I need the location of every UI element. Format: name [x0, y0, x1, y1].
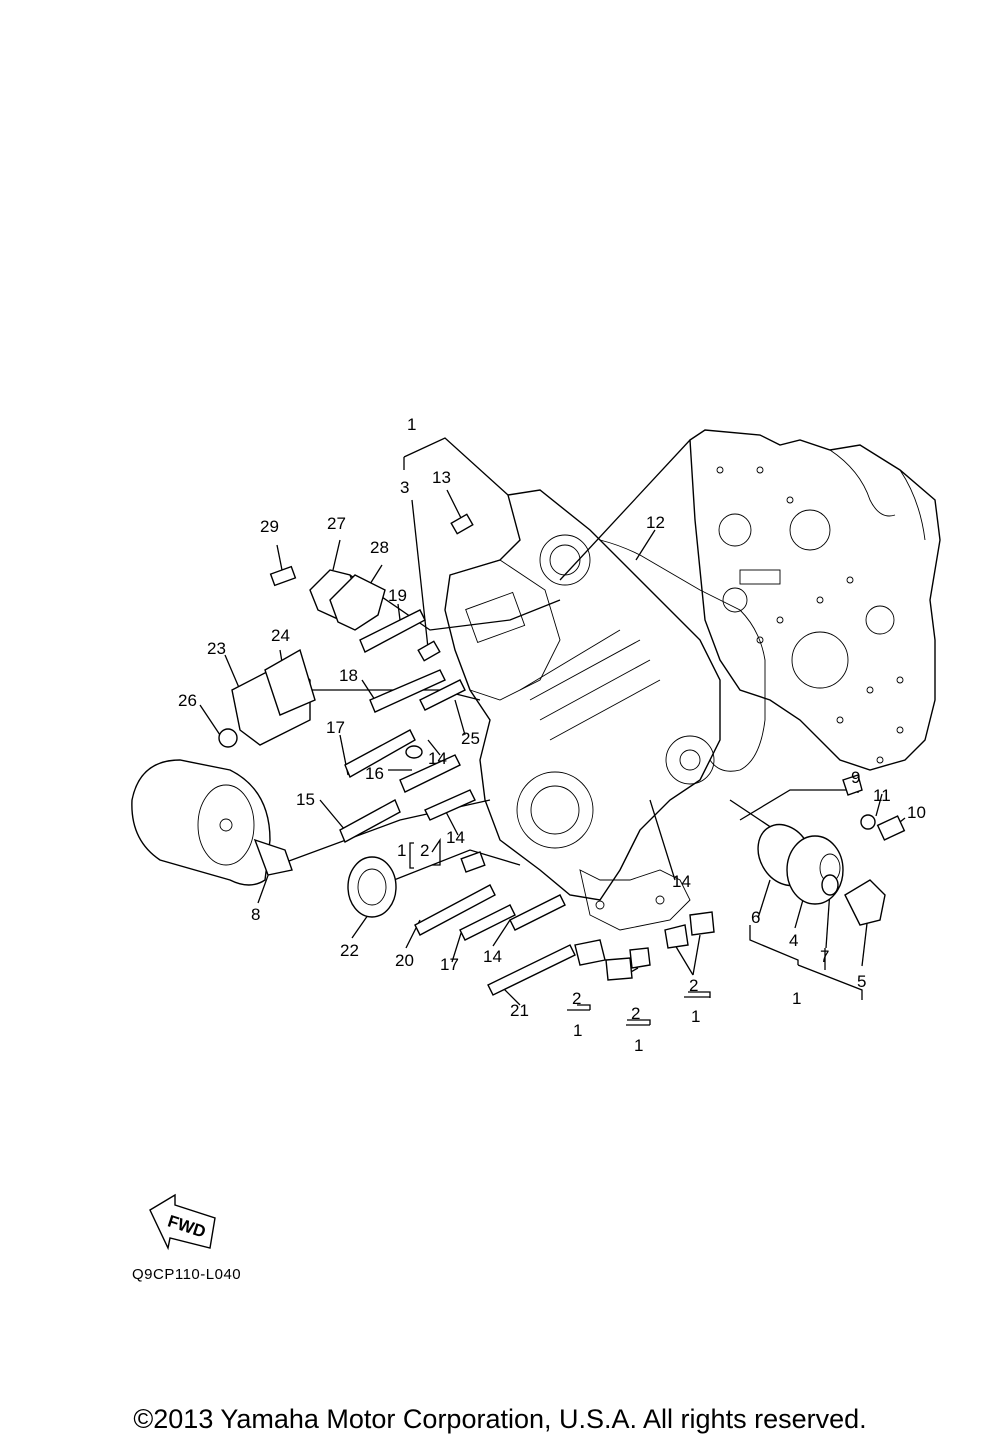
fwd-arrow: FWD: [149, 1193, 216, 1251]
callout-1-c: 1: [691, 1007, 700, 1026]
callout-1-b: 1: [634, 1036, 643, 1055]
callout-2-left: 2: [420, 841, 429, 860]
callout-14-b: 14: [446, 828, 465, 847]
callout-23: 23: [207, 639, 226, 658]
callout-14-d: 14: [483, 947, 502, 966]
front-cover: [444, 489, 721, 931]
callout-26: 26: [178, 691, 197, 710]
callout-6: 6: [751, 908, 760, 927]
callout-10: 10: [907, 803, 926, 822]
callout-5: 5: [857, 972, 866, 991]
callout-20: 20: [395, 951, 414, 970]
callout-18: 18: [339, 666, 358, 685]
engine-block: [689, 429, 941, 771]
callout-2-c: 2: [689, 976, 698, 995]
callout-1-a: 1: [573, 1021, 582, 1040]
callout-9: 9: [851, 768, 860, 787]
callout-16: 16: [365, 764, 384, 783]
callout-7: 7: [820, 947, 829, 966]
callout-8: 8: [251, 905, 260, 924]
callout-2-b: 2: [631, 1004, 640, 1023]
callout-15: 15: [296, 790, 315, 809]
copyright-notice: ©2013 Yamaha Motor Corporation, U.S.A. A…: [133, 1404, 867, 1434]
diagram-code: Q9CP110-L040: [132, 1266, 242, 1283]
callout-25: 25: [461, 729, 480, 748]
callout-3: 3: [400, 478, 409, 497]
callout-1-top: 1: [407, 415, 416, 434]
callout-12: 12: [646, 513, 665, 532]
callout-1-bottom: 1: [792, 989, 801, 1008]
callout-labels: 1 3 13 12 29 27 28 19 23 24 26 18 17 25 …: [178, 415, 926, 1055]
callout-1-left: 1: [397, 841, 406, 860]
callout-24: 24: [271, 626, 290, 645]
callout-14-a: 14: [428, 749, 447, 768]
callout-13: 13: [432, 468, 451, 487]
parts: [131, 513, 906, 996]
callout-29: 29: [260, 517, 279, 536]
callout-11: 11: [873, 786, 891, 805]
callout-2-a: 2: [572, 989, 581, 1008]
callout-19: 19: [388, 586, 407, 605]
callout-14-c: 14: [672, 872, 691, 891]
callout-brackets: [409, 842, 710, 1026]
callout-17-a: 17: [326, 718, 345, 737]
callout-4: 4: [789, 931, 798, 950]
callout-28: 28: [370, 538, 389, 557]
callout-27: 27: [327, 514, 346, 533]
callout-22: 22: [340, 941, 359, 960]
callout-21: 21: [510, 1001, 529, 1020]
callout-17-b: 17: [440, 955, 459, 974]
